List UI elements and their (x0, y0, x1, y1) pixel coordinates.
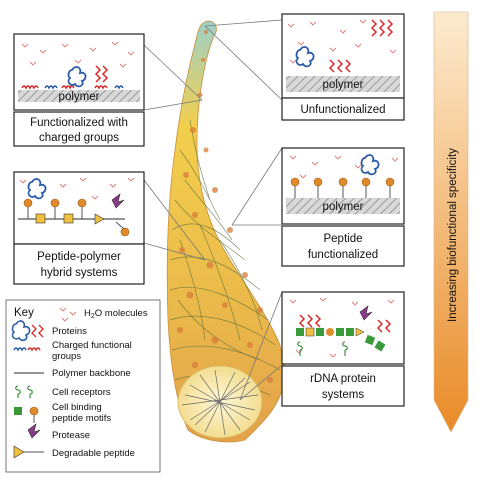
caption-hybrid-line1: Peptide-polymer (37, 251, 121, 263)
h2o-molecules (21, 41, 135, 68)
protein-icon-red (298, 314, 322, 328)
panel-charged-groups: polymer Functionalized with charged grou… (13, 33, 145, 147)
protein-icon-red (370, 19, 394, 37)
caption-hybrid-line2: hybrid systems (41, 267, 118, 279)
protease-icon (111, 193, 125, 209)
key-legend: Key H2O molecules Proteins Charged funct… (5, 299, 161, 473)
caption-charged-line1: Functionalized with (30, 117, 128, 129)
key-label-binding-line1: Cell binding (52, 402, 102, 413)
h2o-molecules-icon (59, 307, 77, 322)
key-label-charged-line1: Charged functional (52, 340, 132, 351)
panel-unfunctionalized: polymer Unfunctionalized (281, 13, 405, 121)
caption-rdna-line2: systems (322, 389, 364, 401)
arrow-label: Increasing biofunctional specificity (447, 148, 459, 322)
caption-unfunctionalized: Unfunctionalized (300, 104, 385, 116)
key-title: Key (14, 307, 34, 319)
panel-hybrid: Peptide-polymer hybrid systems (13, 171, 145, 285)
protein-icon (295, 46, 315, 68)
polymer-surface (286, 198, 400, 214)
degradable-peptide-icon (13, 445, 44, 459)
polymer-label: polymer (323, 201, 364, 213)
key-label-proteins: Proteins (52, 326, 87, 337)
protein-icon (27, 178, 47, 200)
proteins-icon (11, 320, 44, 342)
key-label-cell-receptors: Cell receptors (52, 387, 111, 398)
degradable-peptides (35, 213, 105, 225)
protease-icon (27, 423, 41, 439)
cell-receptors-icon (15, 385, 33, 398)
polymer-label: polymer (59, 91, 100, 103)
nanofiber (166, 20, 285, 443)
polymer-label: polymer (323, 79, 364, 91)
caption-charged-line2: charged groups (39, 132, 119, 144)
polymer-surface (18, 90, 140, 102)
key-label-polymer-backbone: Polymer backbone (52, 368, 131, 379)
fiber-body (166, 20, 285, 443)
fiber-mesh (169, 119, 281, 396)
key-label-protease: Protease (52, 430, 90, 441)
key-label-binding-line2: peptide motifs (52, 413, 111, 424)
fiber-cells (177, 30, 273, 403)
protease-icon (359, 305, 373, 321)
protein-icon (360, 154, 380, 176)
key-label-degradable: Degradable peptide (52, 448, 135, 459)
caption-peptide-line2: functionalized (308, 249, 378, 261)
charged-groups-icon (13, 347, 41, 352)
panel-peptide-functionalized: polymer Peptide functionalized (281, 147, 405, 267)
protein-icons (67, 65, 109, 88)
cross-section-fibers (181, 369, 259, 436)
panel-rdna: rDNA protein systems (281, 291, 405, 407)
caption-peptide-line1: Peptide (323, 233, 362, 245)
key-label-h2o: H2O molecules (84, 308, 148, 320)
connector-lines (143, 19, 283, 401)
caption-rdna-line1: rDNA protein (310, 373, 376, 385)
cell-binding-motifs-icon (14, 406, 39, 423)
cell-receptors (297, 341, 348, 356)
polymer-surface (286, 76, 400, 92)
rdna-protein-chain (296, 327, 386, 352)
peptide-motifs (290, 177, 395, 198)
key-label-charged-line2: groups (52, 351, 81, 362)
charged-groups (21, 85, 124, 90)
specificity-arrow: Increasing biofunctional specificity (433, 11, 469, 433)
